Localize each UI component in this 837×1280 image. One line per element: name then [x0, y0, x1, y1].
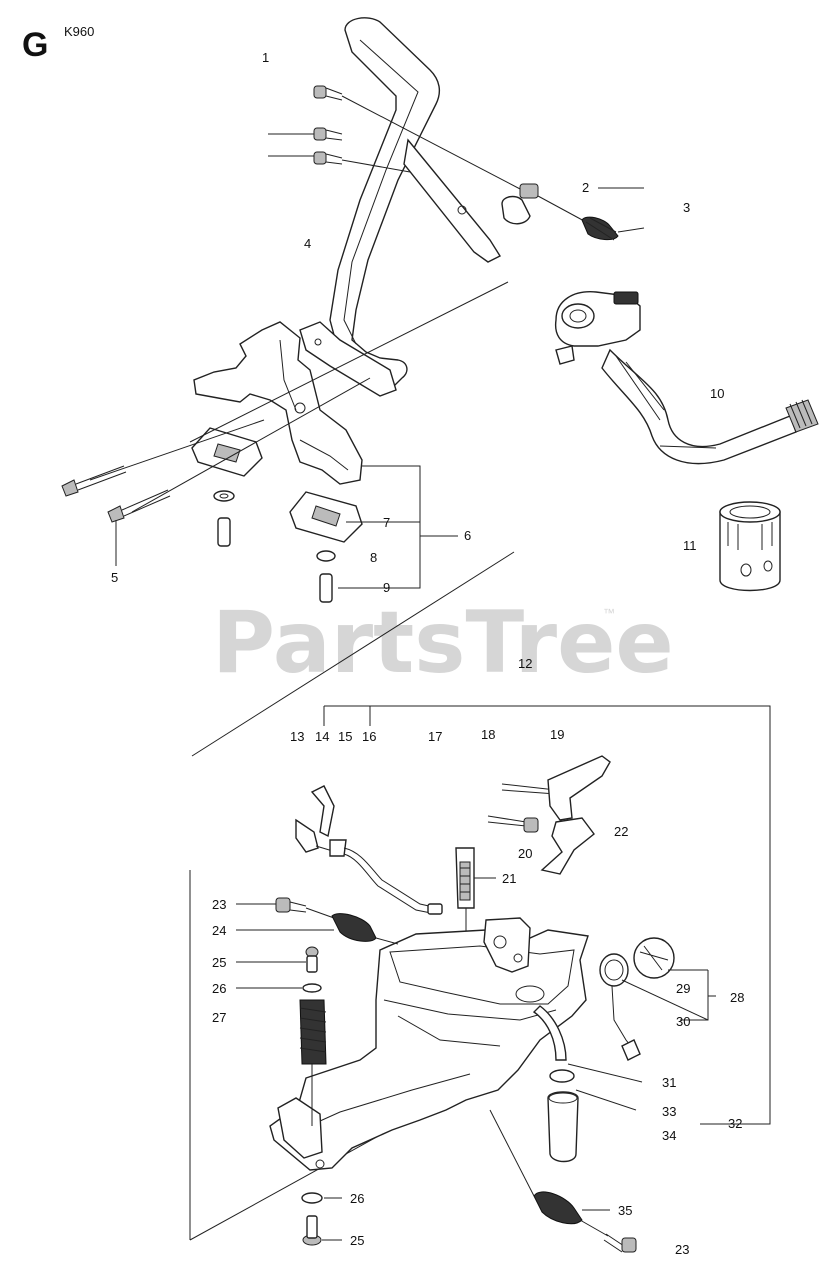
- part-label: 8: [370, 550, 377, 565]
- clamp-and-spring: [501, 183, 645, 241]
- part-label: 23: [212, 897, 226, 912]
- part-label: 9: [383, 580, 390, 595]
- part-label: 15: [338, 729, 352, 744]
- throttle-trigger: [487, 755, 611, 875]
- front-handle: [299, 17, 502, 397]
- part-label: 33: [662, 1104, 676, 1119]
- part-label: 26: [350, 1191, 364, 1206]
- part-label: 7: [383, 515, 390, 530]
- part-label: 11: [683, 538, 697, 553]
- model-name: K960: [64, 24, 94, 39]
- fuel-cap: [599, 937, 675, 1061]
- part-label: 13: [290, 729, 304, 744]
- part-label: 31: [662, 1075, 676, 1090]
- part-label: 34: [662, 1128, 676, 1143]
- part-label: 1: [262, 50, 269, 65]
- part-label: 24: [212, 923, 226, 938]
- part-label: 3: [683, 200, 690, 215]
- part-label: 14: [315, 729, 329, 744]
- fuel-tank-body: [269, 917, 589, 1171]
- callout-bracket-6: [338, 465, 421, 589]
- part-label: 35: [618, 1203, 632, 1218]
- part-label: 12: [518, 656, 532, 671]
- part-label: 25: [212, 955, 226, 970]
- part-label: 32: [728, 1116, 742, 1131]
- part-label: 28: [730, 990, 744, 1005]
- coupling-sleeve: [719, 501, 781, 592]
- fuel-hose-assembly: [554, 291, 819, 465]
- callout-bracket-32: [324, 705, 771, 1125]
- part-label: 6: [464, 528, 471, 543]
- handle-screws: [268, 85, 523, 191]
- part-label: 27: [212, 1010, 226, 1025]
- fuel-filter: [532, 1005, 579, 1163]
- divider-middle: [191, 551, 515, 757]
- part-label: 19: [550, 727, 564, 742]
- part-label: 20: [518, 846, 532, 861]
- section-letter: G: [22, 26, 48, 64]
- part-label: 23: [675, 1242, 689, 1257]
- part-label: 4: [304, 236, 311, 251]
- lower-damper-stack: [301, 1109, 637, 1253]
- part-label: 10: [710, 386, 724, 401]
- part-label: 25: [350, 1233, 364, 1248]
- vibration-damper-upper: [191, 427, 263, 477]
- part-label: 22: [614, 824, 628, 839]
- divider-upper: [189, 281, 509, 443]
- decal: [455, 847, 496, 962]
- part-label: 26: [212, 981, 226, 996]
- part-label: 2: [582, 180, 589, 195]
- watermark: PartsTree: [212, 593, 674, 693]
- handle-bracket: [193, 321, 363, 485]
- washers-screws: [213, 490, 336, 603]
- long-screws: [61, 377, 371, 523]
- watermark-trademark: ™: [603, 606, 615, 620]
- part-label: 18: [481, 727, 495, 742]
- part-label: 5: [111, 570, 118, 585]
- part-label: 16: [362, 729, 376, 744]
- part-label: 29: [676, 981, 690, 996]
- part-label: 21: [502, 871, 516, 886]
- throttle-rod-cable: [295, 785, 443, 915]
- part-label: 17: [428, 729, 442, 744]
- vibration-damper-lower: [289, 491, 363, 543]
- part-label: 30: [676, 1014, 690, 1029]
- left-damper-stack: [275, 897, 399, 1126]
